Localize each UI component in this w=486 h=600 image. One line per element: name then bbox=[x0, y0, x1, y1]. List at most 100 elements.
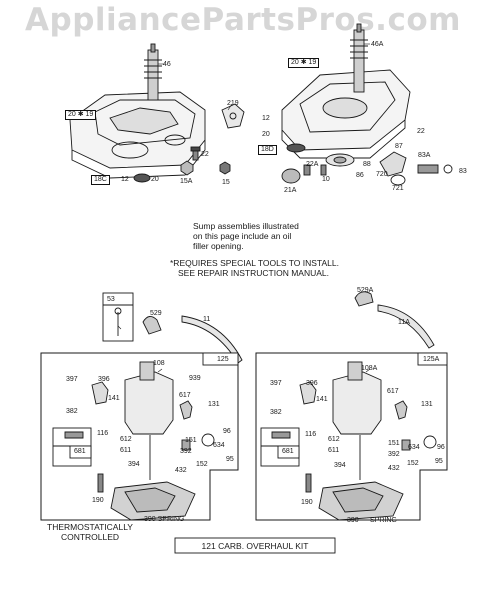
callout-390-right: 390 bbox=[347, 517, 359, 524]
callout-125a: 125A bbox=[423, 356, 440, 363]
sump-note-line-2: on this page include an oil bbox=[193, 231, 292, 241]
callout-86: 86 bbox=[356, 172, 364, 179]
callout-20-19-left: 20 ✱ 19 bbox=[65, 110, 97, 120]
leader-lines bbox=[117, 43, 371, 373]
sump-assembly-right bbox=[281, 69, 411, 159]
callout-681: 681 bbox=[74, 448, 86, 455]
callout-116-right: 116 bbox=[305, 431, 317, 438]
watermark: AppliancePartsPros.com bbox=[25, 2, 461, 38]
elbow-529a bbox=[354, 291, 374, 307]
sump-note-line-3: filler opening. bbox=[193, 241, 244, 251]
callout-96-right: 96 bbox=[437, 444, 445, 451]
callout-141: 141 bbox=[108, 395, 120, 402]
callout-432-right: 432 bbox=[388, 465, 400, 472]
callout-152: 152 bbox=[196, 461, 208, 468]
callout-634-right: 634 bbox=[408, 444, 420, 451]
callout-116: 116 bbox=[97, 430, 109, 437]
callout-11a: 11A bbox=[398, 319, 410, 326]
crankshaft-left bbox=[144, 43, 162, 101]
callout-20-left: 20 bbox=[151, 176, 159, 183]
tube-11a bbox=[377, 304, 435, 349]
callout-617-right: 617 bbox=[387, 388, 399, 395]
callout-12-right: 12 bbox=[262, 115, 270, 122]
callout-88: 88 bbox=[363, 161, 371, 168]
callout-131: 131 bbox=[208, 401, 220, 408]
callout-18c: 18C bbox=[91, 175, 110, 185]
plug-15 bbox=[219, 161, 231, 175]
callout-151-right: 151 bbox=[388, 440, 400, 447]
callout-96: 96 bbox=[223, 428, 231, 435]
callout-125: 125 bbox=[217, 356, 229, 363]
callout-392: 392 bbox=[180, 448, 192, 455]
callout-190: 190 bbox=[92, 497, 104, 504]
callout-10: 10 bbox=[322, 176, 330, 183]
sump-assembly-left bbox=[69, 91, 206, 179]
callout-396: 396 bbox=[98, 376, 110, 383]
callout-22-right: 22 bbox=[417, 128, 425, 135]
callout-432: 432 bbox=[175, 467, 187, 474]
callout-53: 53 bbox=[107, 296, 115, 303]
callout-382-right: 382 bbox=[270, 409, 282, 416]
elbow-529 bbox=[142, 316, 162, 335]
governor-parts-right bbox=[281, 143, 453, 186]
requires-note-line-2: SEE REPAIR INSTRUCTION MANUAL. bbox=[178, 268, 329, 278]
callout-397-right: 397 bbox=[270, 380, 282, 387]
callout-83a: 83A bbox=[418, 152, 431, 159]
oil-fill-part-219 bbox=[221, 103, 245, 129]
callout-46: 46 bbox=[163, 61, 171, 68]
callout-396-right: 396 bbox=[306, 380, 318, 387]
callout-22a: 22A bbox=[306, 161, 319, 168]
callout-108a: 108A bbox=[361, 365, 378, 372]
callout-382: 382 bbox=[66, 408, 78, 415]
callout-390-spring: 390 SPRING bbox=[144, 516, 185, 523]
thermo-note-line-2: CONTROLLED bbox=[60, 532, 120, 542]
callout-392-right: 392 bbox=[388, 451, 400, 458]
callout-141-right: 141 bbox=[316, 396, 328, 403]
callout-612: 612 bbox=[120, 436, 132, 443]
callout-721: 721 bbox=[392, 185, 404, 192]
callout-634: 634 bbox=[213, 442, 225, 449]
callout-20-right: 20 bbox=[262, 131, 270, 138]
callout-131-right: 131 bbox=[421, 401, 433, 408]
callout-397: 397 bbox=[66, 376, 78, 383]
carb-panel-right bbox=[255, 352, 448, 521]
callout-681-right: 681 bbox=[282, 448, 294, 455]
carb-panel-left bbox=[40, 352, 239, 521]
callout-611: 611 bbox=[120, 447, 132, 454]
callout-939: 939 bbox=[189, 375, 201, 382]
callout-15: 15 bbox=[222, 179, 230, 186]
thermo-note: THERMOSTATICALLY CONTROLLED bbox=[35, 522, 145, 542]
callout-529: 529 bbox=[150, 310, 162, 317]
plug-15a bbox=[180, 160, 194, 176]
sump-note-line-1: Sump assemblies illustrated bbox=[193, 221, 299, 231]
callout-22-left: 22 bbox=[201, 151, 209, 158]
callout-95: 95 bbox=[226, 456, 234, 463]
callout-529a: 529A bbox=[357, 287, 374, 294]
requires-note-line-1: *REQUIRES SPECIAL TOOLS TO INSTALL. bbox=[170, 258, 339, 268]
callout-612-right: 612 bbox=[328, 436, 340, 443]
callout-20-19-right: 20 ✱ 19 bbox=[288, 58, 320, 68]
callout-15a: 15A bbox=[180, 178, 193, 185]
callout-720: 720 bbox=[376, 171, 388, 178]
crankshaft-right bbox=[350, 23, 368, 93]
callout-18d: 18D bbox=[258, 145, 277, 155]
callout-12-left: 12 bbox=[121, 176, 129, 183]
callout-394: 394 bbox=[128, 461, 140, 468]
callout-151: 151 bbox=[185, 437, 197, 444]
callout-611-right: 611 bbox=[328, 447, 340, 454]
callout-83: 83 bbox=[459, 168, 467, 175]
part-53-box bbox=[102, 292, 134, 342]
kit-box bbox=[174, 537, 336, 554]
requires-note: *REQUIRES SPECIAL TOOLS TO INSTALL. SEE … bbox=[170, 258, 339, 278]
seal-20-left bbox=[133, 173, 151, 183]
callout-87: 87 bbox=[395, 143, 403, 150]
callout-394-right: 394 bbox=[334, 462, 346, 469]
callout-152-right: 152 bbox=[407, 460, 419, 467]
bolt-22-left bbox=[190, 146, 201, 161]
callout-617: 617 bbox=[179, 392, 191, 399]
callout-spring-right: SPRING bbox=[370, 517, 397, 524]
sump-note: Sump assemblies illustrated on this page… bbox=[193, 221, 299, 251]
callout-219: 219 bbox=[227, 100, 239, 107]
callout-108: 108 bbox=[153, 360, 165, 367]
